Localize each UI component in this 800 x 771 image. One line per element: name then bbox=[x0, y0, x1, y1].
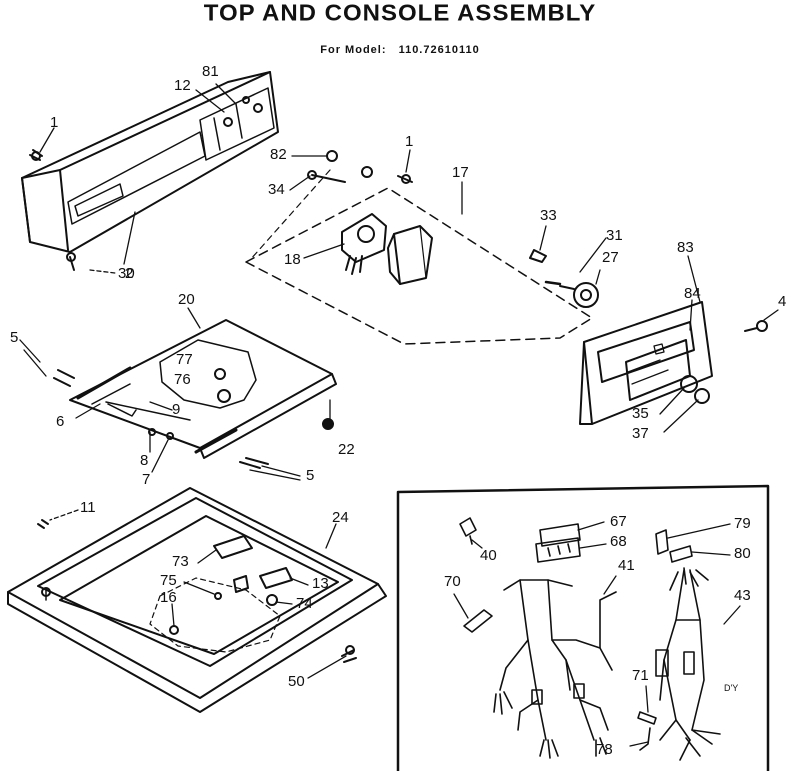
callout-2: 2 bbox=[125, 265, 134, 282]
callout-35: 35 bbox=[632, 405, 649, 422]
callout-18: 18 bbox=[284, 251, 301, 268]
callout-34: 34 bbox=[268, 181, 285, 198]
callout-43: 43 bbox=[734, 587, 751, 604]
callout-1-bracket: 1 bbox=[405, 133, 414, 150]
wiring-harness-box bbox=[396, 484, 770, 771]
callout-5-right: 5 bbox=[306, 467, 315, 484]
top-base bbox=[7, 487, 387, 713]
callout-82: 82 bbox=[270, 146, 287, 163]
callout-9: 9 bbox=[172, 401, 181, 418]
leader-lines bbox=[19, 83, 779, 747]
callout-16: 16 bbox=[160, 589, 177, 606]
callout-73: 73 bbox=[172, 553, 189, 570]
callout-40: 40 bbox=[480, 547, 497, 564]
callout-41: 41 bbox=[618, 557, 635, 574]
callout-13: 13 bbox=[312, 575, 329, 592]
callout-75: 75 bbox=[160, 572, 177, 589]
callout-30: 30 bbox=[118, 265, 135, 282]
callout-79: 79 bbox=[734, 515, 751, 532]
callout-6: 6 bbox=[56, 413, 65, 430]
callout-8: 8 bbox=[140, 452, 149, 469]
callout-70: 70 bbox=[444, 573, 461, 590]
callout-11: 11 bbox=[80, 499, 96, 516]
switch-block bbox=[387, 225, 433, 285]
wiring-harness-parts bbox=[459, 517, 721, 761]
callout-50: 50 bbox=[288, 673, 305, 690]
console-panel bbox=[21, 71, 279, 253]
callout-24: 24 bbox=[332, 509, 349, 526]
model-label: For Model: bbox=[320, 44, 387, 56]
small-controls bbox=[529, 249, 599, 308]
callout-1: 1 bbox=[50, 114, 59, 131]
callout-83: 83 bbox=[677, 239, 694, 256]
callout-74: 74 bbox=[296, 595, 313, 612]
callout-81: 81 bbox=[202, 63, 219, 80]
diagram-title: TOP AND CONSOLE ASSEMBLY bbox=[203, 0, 597, 27]
callout-76: 76 bbox=[174, 371, 191, 388]
callout-22: 22 bbox=[338, 441, 355, 458]
callout-84: 84 bbox=[684, 285, 701, 302]
callout-7: 7 bbox=[142, 471, 151, 488]
callout-71: 71 bbox=[632, 667, 649, 684]
model-line: For Model: 110.72610110 bbox=[0, 44, 800, 56]
callout-33: 33 bbox=[540, 207, 557, 224]
model-number: 110.72610110 bbox=[398, 44, 480, 56]
callout-31: 31 bbox=[606, 227, 623, 244]
timer bbox=[341, 213, 387, 275]
control-bracket-outline bbox=[245, 169, 593, 345]
callout-5-left: 5 bbox=[10, 329, 19, 346]
callout-27: 27 bbox=[602, 249, 619, 266]
callout-77: 77 bbox=[176, 351, 193, 368]
callout-78: 78 bbox=[596, 741, 613, 758]
faceplate bbox=[579, 301, 768, 425]
corner-mark: D'Y bbox=[724, 683, 739, 693]
callout-37: 37 bbox=[632, 425, 649, 442]
callout-20: 20 bbox=[178, 291, 195, 308]
callout-80: 80 bbox=[734, 545, 751, 562]
main-top-panel bbox=[69, 319, 337, 459]
callout-67: 67 bbox=[610, 513, 627, 530]
callout-17: 17 bbox=[452, 164, 469, 181]
hinge-parts bbox=[53, 369, 269, 469]
callout-12: 12 bbox=[174, 77, 191, 94]
console-screws bbox=[29, 149, 413, 271]
callout-4: 4 bbox=[778, 293, 787, 310]
callout-68: 68 bbox=[610, 533, 627, 550]
